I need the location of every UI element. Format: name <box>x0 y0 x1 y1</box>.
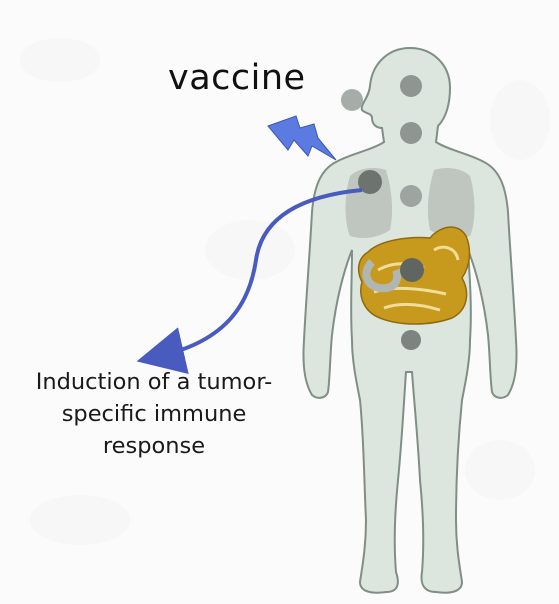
caption-line: response <box>4 430 304 462</box>
caption-line: specific immune <box>4 398 304 430</box>
immune-response-caption: Induction of a tumor- specific immune re… <box>4 366 304 462</box>
vaccine-label: vaccine <box>168 58 306 98</box>
caption-line: Induction of a tumor- <box>4 366 304 398</box>
